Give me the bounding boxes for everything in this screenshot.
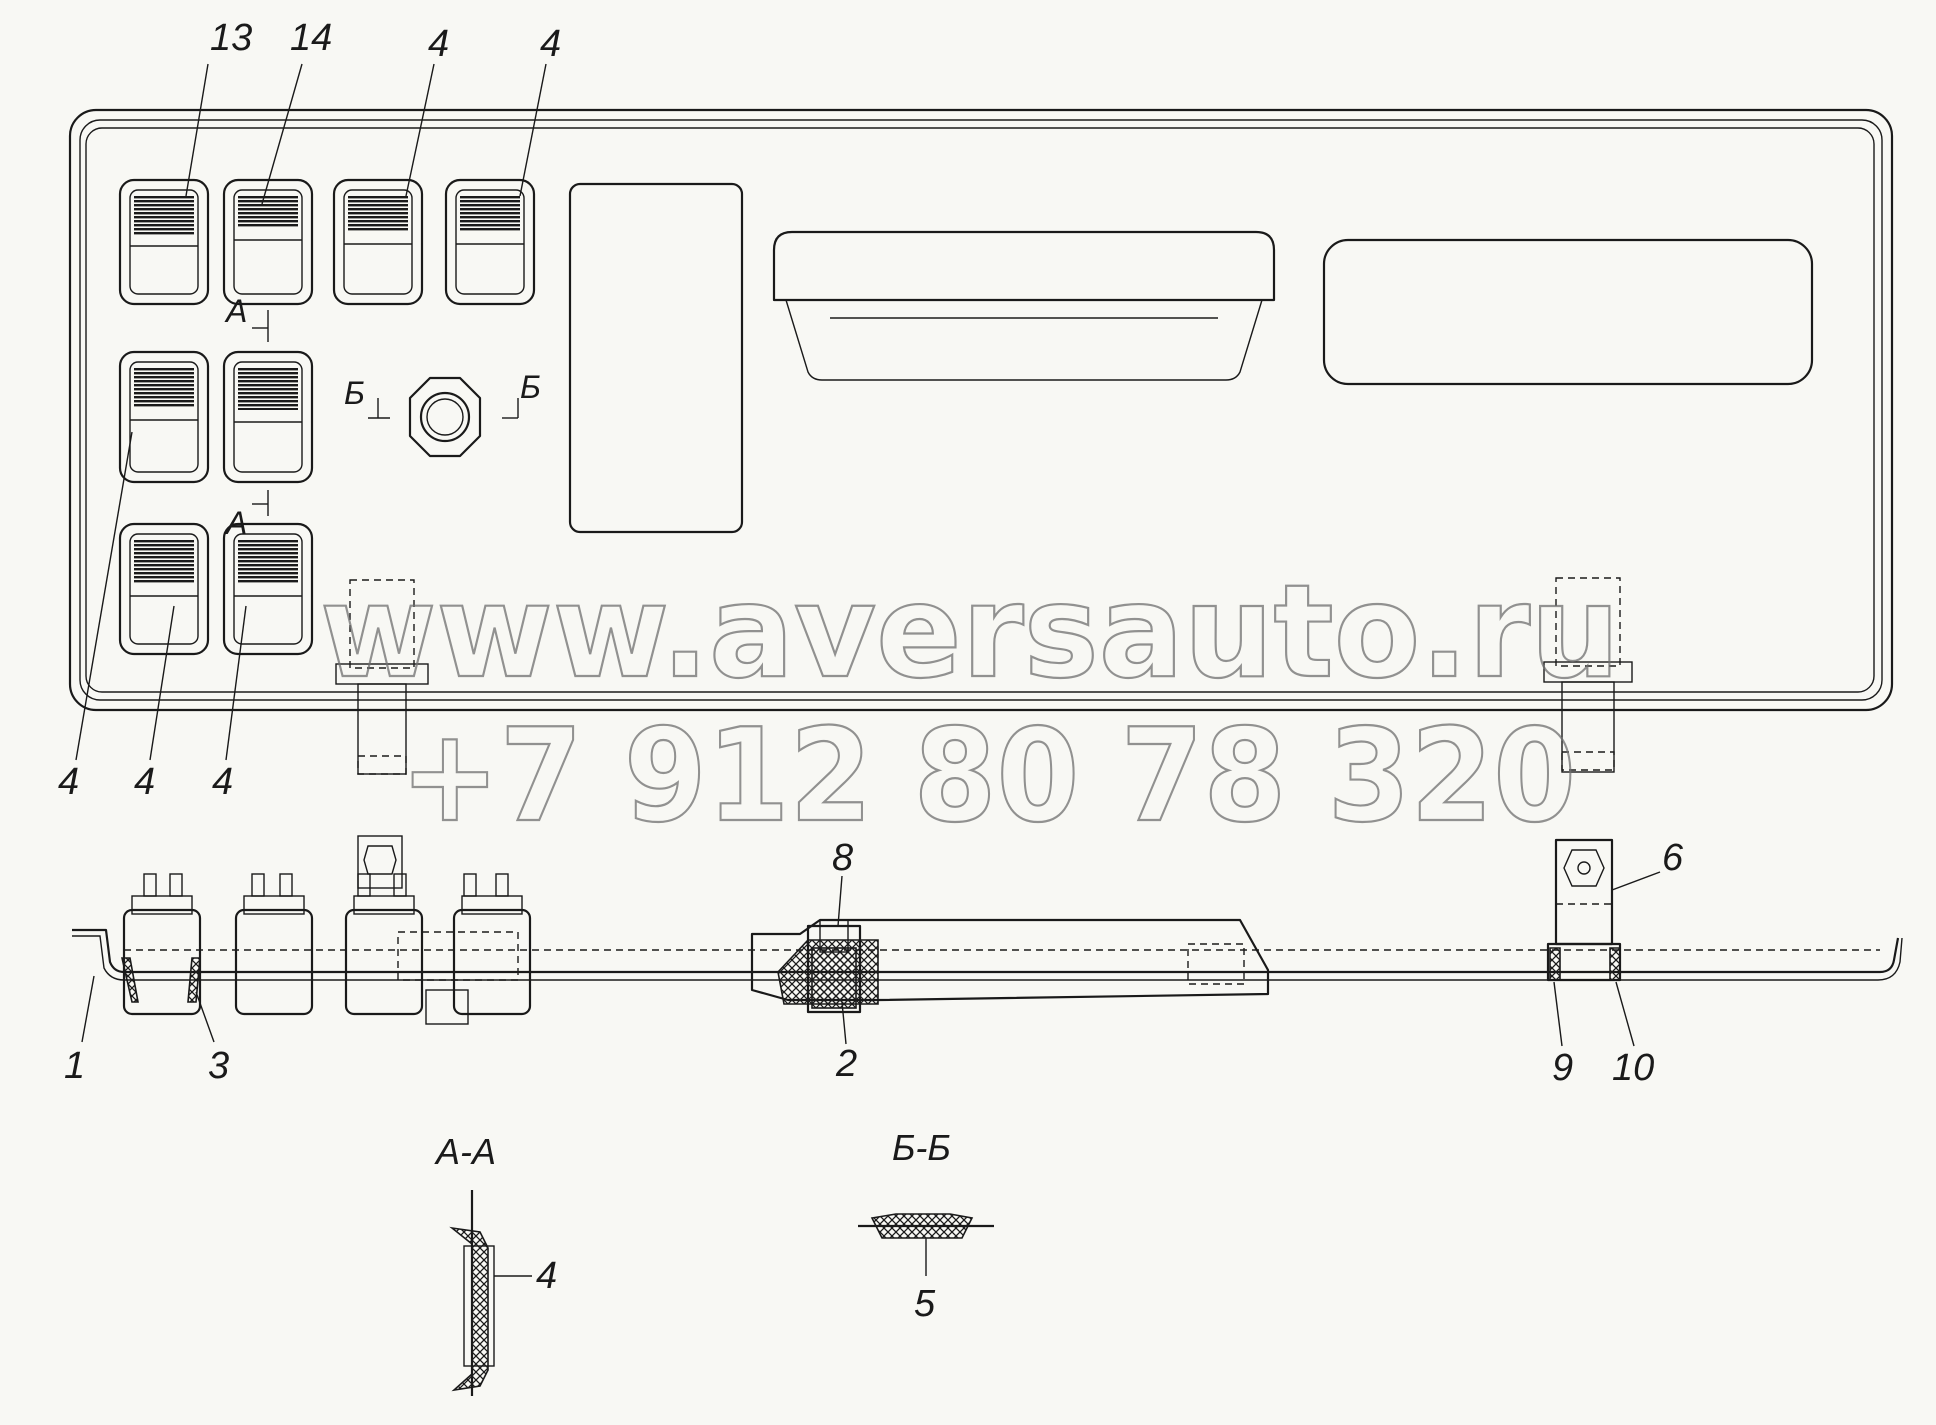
callout-5: 5 [914,1283,936,1325]
callout-13: 13 [210,17,252,59]
mount-bracket-right [1543,577,1633,773]
panel-side-view [72,835,1903,1047]
switch-bodies-side [120,835,532,1025]
rocker-switch-r2c1 [118,350,210,484]
callout-2: 2 [835,1043,857,1085]
callout-8: 8 [832,837,853,879]
leader-lines-side [81,871,1661,1047]
section-mark-a-lower: А [224,505,247,541]
section-title-bb: Б-Б [892,1127,951,1168]
callout-6: 6 [1662,837,1684,879]
leader-lines-front [75,63,547,761]
section-a-a-view [449,1190,532,1396]
callout-4-bottom-c: 4 [212,761,233,803]
rocker-switch-13 [118,178,210,306]
watermark-url: www.aversauto.ru [320,558,1620,707]
display-window [1322,238,1814,386]
center-fastener [750,918,1270,1014]
callout-labels: 13 14 4 4 4 4 4 1 3 8 2 6 9 10 4 5 [58,17,1684,1325]
radio-slot [772,230,1276,381]
section-b-marker [368,398,519,419]
rocker-switch-14 [222,178,314,306]
callout-14: 14 [290,17,332,59]
rocker-switch-r3c1 [118,522,210,656]
callout-10: 10 [1612,1047,1654,1089]
section-mark-b-left: Б [344,375,365,411]
rocker-switch-r1c3 [332,178,424,306]
octagon-knob [408,376,482,458]
panel-front-view [68,63,1894,775]
rocker-switch-r1c4 [444,178,536,306]
callout-9: 9 [1552,1047,1573,1089]
watermark: www.aversauto.ru +7 912 80 78 320 [319,557,1621,852]
callout-4-bottom-b: 4 [134,761,155,803]
callout-4-top-b: 4 [540,23,561,65]
watermark-phone: +7 912 80 78 320 [400,702,1576,851]
section-mark-a-upper: А [224,293,247,329]
section-title-aa: А-А [434,1131,496,1172]
callout-4-bottom-a: 4 [58,761,79,803]
rocker-switch-r3c2 [222,522,314,656]
callout-4-top-a: 4 [428,23,449,65]
switch-grid [118,178,536,656]
callout-1: 1 [64,1045,85,1087]
rocker-switch-r2c2 [222,350,314,484]
callout-3: 3 [208,1045,229,1087]
section-mark-b-right: Б [520,369,541,405]
blank-plate [568,182,744,534]
section-b-b-view [858,1213,994,1276]
mount-bracket-left [335,579,429,775]
callout-4-section-aa: 4 [536,1255,557,1297]
section-letters: А А Б Б А-А Б-Б [224,293,951,1172]
right-bracket-side [1546,838,1622,982]
section-a-marker [252,310,269,516]
